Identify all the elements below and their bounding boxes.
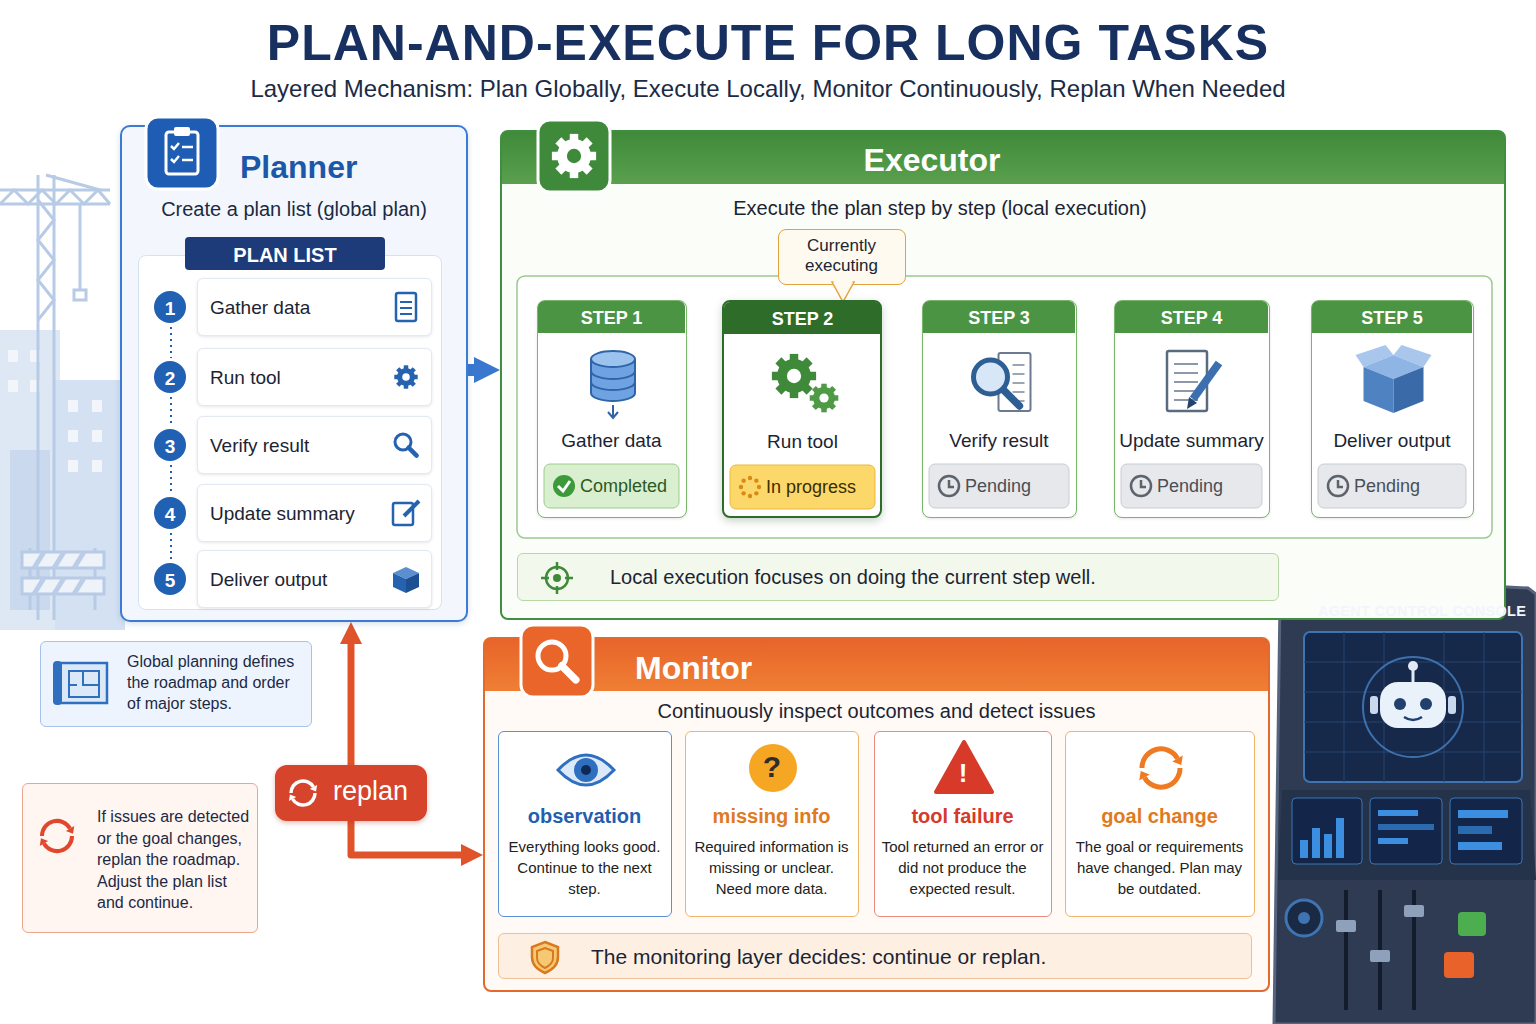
- node-text: Monitor: [635, 648, 835, 688]
- node-text: 1: [154, 291, 186, 323]
- node-text: Run tool: [210, 366, 385, 390]
- target-icon: [540, 561, 574, 595]
- issue-card: ? missing infoRequired information is mis…: [685, 731, 859, 917]
- node-text: The monitoring layer decides: continue o…: [591, 944, 1241, 970]
- decision-note: The monitoring layer decides: continue o…: [498, 933, 1252, 979]
- execution-note: Local execution focuses on doing the cur…: [517, 553, 1279, 601]
- replan-action: replan: [275, 765, 427, 821]
- diagram-subtitle: Layered Mechanism: Plan Globally, Execut…: [0, 75, 1536, 103]
- node-text: Verify result: [210, 434, 385, 458]
- diagram-title: PLAN-AND-EXECUTE FOR LONG TASKS: [0, 14, 1536, 72]
- executor-panel: ExecutorExecute the plan step by step (l…: [500, 130, 1506, 620]
- node-text: Pending: [1354, 475, 1465, 498]
- node-text: Completed: [580, 475, 678, 498]
- node-text: tool failure: [875, 804, 1050, 829]
- node-text: Run tool: [724, 430, 881, 454]
- node-text: Required information is missing or uncle…: [692, 836, 851, 899]
- clipboard-icon: [146, 117, 218, 189]
- issue-icon: [1066, 732, 1256, 802]
- issue-icon: [499, 732, 673, 802]
- node-text: !: [943, 758, 983, 789]
- step-card: STEP 1 Gather dataCompleted: [537, 300, 687, 518]
- node-text: STEP 4: [1115, 301, 1268, 333]
- current-step-callout: Currently executing: [778, 229, 906, 285]
- plan-item-icon: [390, 497, 422, 529]
- plan-item: 1Gather data: [197, 278, 432, 336]
- node-text: The goal or requirements have changed. P…: [1072, 836, 1247, 899]
- step-card: STEP 5 Deliver outputPending: [1311, 300, 1474, 518]
- step-card: STEP 4 Update summaryPending: [1114, 300, 1270, 518]
- node-text: Gather data: [538, 429, 685, 453]
- node-text: missing info: [686, 804, 857, 829]
- magnifier-icon: [521, 625, 593, 697]
- cycle-icon: [35, 814, 79, 858]
- node-text: Currently executing: [783, 236, 900, 277]
- plan-item-icon: [390, 429, 422, 461]
- node-text: 4: [154, 497, 186, 529]
- node-text: Update summary: [1115, 429, 1268, 453]
- plan-item: 2Run tool: [197, 348, 432, 406]
- plan-item-icon: [390, 563, 422, 595]
- node-text: Tool returned an error or did not produc…: [881, 836, 1044, 899]
- node-text: Pending: [1157, 475, 1261, 498]
- monitor-panel: MonitorContinuously inspect outcomes and…: [483, 637, 1270, 992]
- node-text: PLAN LIST: [185, 237, 385, 270]
- construction-scene: [0, 175, 125, 630]
- node-text: Deliver output: [1312, 429, 1472, 453]
- gear-icon: [538, 120, 610, 192]
- plan-item: 5Deliver output: [197, 550, 432, 608]
- control-console: [1274, 576, 1536, 1024]
- node-text: Verify result: [923, 429, 1075, 453]
- node-text: AGENT CONTROL CONSOLE: [1318, 602, 1528, 620]
- blueprint-icon: [53, 659, 111, 709]
- node-text: STEP 3: [923, 301, 1075, 333]
- node-text: If issues are detected or the goal chang…: [97, 806, 253, 914]
- node-text: Continuously inspect outcomes and detect…: [485, 699, 1268, 724]
- node-text: Local execution focuses on doing the cur…: [610, 565, 1260, 590]
- node-text: observation: [499, 804, 670, 829]
- step-card: STEP 3 Verify resultPending: [922, 300, 1077, 518]
- node-text: Create a plan list (global plan): [122, 197, 466, 222]
- cycle-icon: [285, 777, 321, 809]
- node-text: Everything looks good. Continue to the n…: [505, 836, 664, 899]
- node-text: 2: [154, 361, 186, 393]
- plan-list: PLAN LIST1Gather data2Run tool3Verify re…: [138, 255, 442, 610]
- node-text: replan: [333, 775, 423, 809]
- issue-card: goal changeThe goal or requirements have…: [1065, 731, 1255, 917]
- node-text: Global planning defines the roadmap and …: [127, 652, 307, 714]
- plan-item-icon: [390, 291, 422, 323]
- replan-note: If issues are detected or the goal chang…: [22, 783, 258, 933]
- node-text: Gather data: [210, 296, 385, 320]
- node-text: Deliver output: [210, 568, 385, 592]
- plan-item: 4Update summary: [197, 484, 432, 542]
- node-text: Execute the plan step by step (local exe…: [640, 196, 1240, 221]
- node-text: STEP 5: [1312, 301, 1472, 333]
- shield-icon: [529, 940, 561, 974]
- step-card: STEP 2 Run tool In progress: [722, 300, 882, 518]
- connector-arrow: [348, 644, 355, 765]
- node-text: Executor: [832, 140, 1032, 180]
- node-text: STEP 2: [724, 302, 881, 334]
- node-text: Update summary: [210, 502, 385, 526]
- node-text: 5: [154, 563, 186, 595]
- console-label: AGENT CONTROL CONSOLE: [1318, 598, 1528, 626]
- issue-card: ! tool failureTool returned an error or d…: [874, 731, 1052, 917]
- planner-panel: PlannerCreate a plan list (global plan) P…: [120, 125, 468, 622]
- node-text: goal change: [1066, 804, 1253, 829]
- plan-item: 3Verify result: [197, 416, 432, 474]
- node-text: ?: [752, 749, 792, 785]
- node-text: STEP 1: [538, 301, 685, 333]
- planning-note: Global planning defines the roadmap and …: [40, 641, 312, 727]
- node-text: Planner: [240, 147, 440, 187]
- node-text: In progress: [766, 476, 874, 499]
- connector-arrow: [351, 821, 461, 855]
- node-text: 3: [154, 429, 186, 461]
- issue-card: observationEverything looks good. Contin…: [498, 731, 672, 917]
- plan-item-icon: [390, 361, 422, 393]
- node-text: Pending: [965, 475, 1068, 498]
- connector-arrow: [468, 364, 474, 376]
